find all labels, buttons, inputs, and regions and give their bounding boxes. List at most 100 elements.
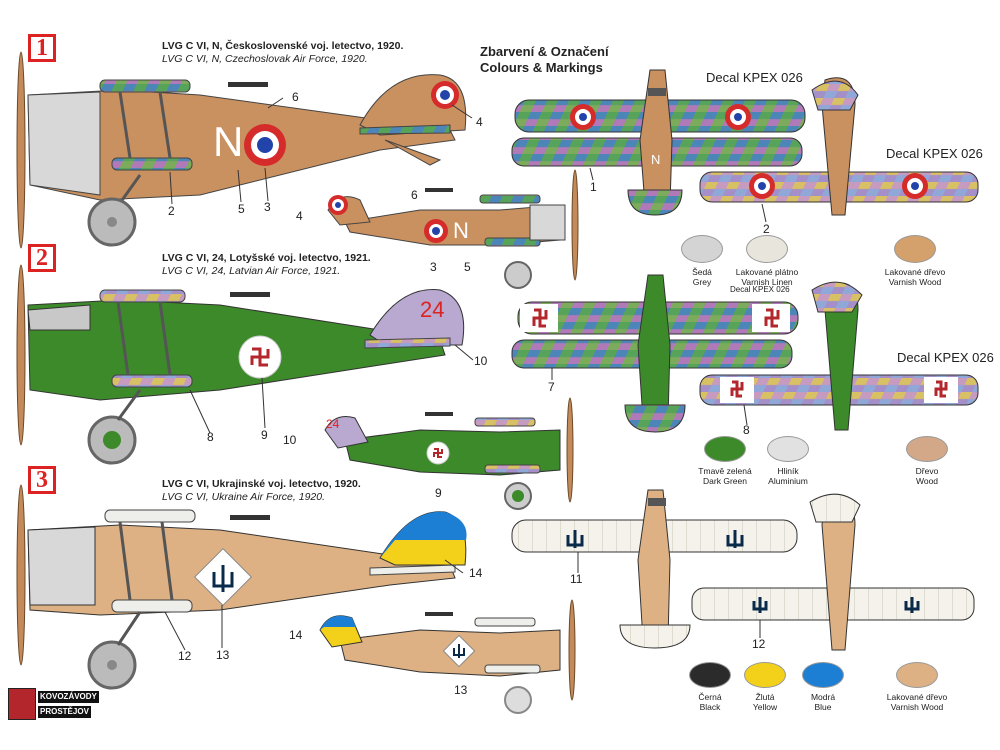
callout-12b: 12 bbox=[752, 637, 766, 651]
callout-10: 10 bbox=[474, 354, 488, 368]
scheme3-bottom-view bbox=[691, 493, 975, 651]
swatch-wood2-en: Wood bbox=[915, 476, 939, 486]
decal-label-4: Decal KPEX 026 bbox=[897, 350, 994, 365]
scheme-2-tail-code-small: 24 bbox=[326, 417, 340, 431]
swatch-wood2-cz: Dřevo bbox=[915, 466, 939, 476]
swatch-wood1-chip bbox=[894, 235, 936, 263]
colours-heading: Zbarvení & Označení Colours & Markings bbox=[480, 44, 609, 76]
scheme3-side-large bbox=[16, 484, 467, 690]
scheme-3-title: LVG C VI, Ukrajinské voj. letectvo, 1920… bbox=[162, 478, 361, 504]
scheme-1-title-en: LVG C VI, N, Czechoslovak Air Force, 192… bbox=[162, 53, 368, 65]
callout-6b: 6 bbox=[411, 188, 418, 202]
swatch-wood1: Lakované dřevo Varnish Wood bbox=[870, 235, 960, 287]
swatch-alu-en: Aluminium bbox=[768, 476, 808, 486]
logo-mark-icon bbox=[8, 688, 36, 720]
swatch-alu-cz: Hliník bbox=[777, 466, 799, 476]
swatch-grey-chip bbox=[681, 235, 723, 263]
callout-13b: 13 bbox=[454, 683, 468, 697]
swatch-grey-cz: Šedá bbox=[692, 267, 712, 277]
swatch-blue-en: Blue bbox=[814, 702, 832, 712]
scheme2-top-view bbox=[511, 274, 799, 433]
swatch-blue-chip bbox=[802, 662, 844, 688]
swatch-wood2: Dřevo Wood bbox=[882, 436, 972, 486]
swatch-grey-en: Grey bbox=[692, 277, 712, 287]
swatch-linen: Lakované plátno Varnish Linen bbox=[722, 235, 812, 287]
swatch-linen-chip bbox=[746, 235, 788, 263]
scheme-3-title-en: LVG C VI, Ukraine Air Force, 1920. bbox=[162, 491, 326, 503]
callout-8b: 8 bbox=[743, 423, 750, 437]
swatch-yellow-en: Yellow bbox=[752, 702, 778, 712]
swatch-wood1-en: Varnish Wood bbox=[888, 277, 942, 287]
swatch-alu: Hliník Aluminium bbox=[743, 436, 833, 486]
callout-7: 7 bbox=[548, 380, 555, 394]
scheme-2-title-cz: LVG C VI, 24, Lotyšské voj. letectvo, 19… bbox=[162, 252, 371, 264]
callout-9b: 9 bbox=[435, 486, 442, 500]
decal-label-2: Decal KPEX 026 bbox=[886, 146, 983, 161]
logo-line1: KOVOZÁVODY bbox=[38, 691, 99, 703]
callout-14: 14 bbox=[469, 566, 483, 580]
callout-3: 3 bbox=[264, 200, 271, 214]
scheme-1-topview-code: N bbox=[651, 152, 661, 167]
callout-13: 13 bbox=[216, 648, 230, 662]
swatch-wood1-cz: Lakované dřevo bbox=[884, 267, 946, 277]
scheme1-bottom-view bbox=[699, 77, 979, 216]
scheme-3-title-cz: LVG C VI, Ukrajinské voj. letectvo, 1920… bbox=[162, 478, 361, 490]
swatch-wood3-chip bbox=[896, 662, 938, 688]
callout-9: 9 bbox=[261, 428, 268, 442]
swatch-yellow-cz: Žlutá bbox=[755, 692, 775, 702]
colours-heading-cz: Zbarvení & Označení bbox=[480, 44, 609, 59]
callout-8: 8 bbox=[207, 430, 214, 444]
callout-4b: 4 bbox=[296, 209, 303, 223]
callout-14b: 14 bbox=[289, 628, 303, 642]
scheme3-top-view bbox=[511, 489, 798, 649]
swatch-wood3: Lakované dřevo Varnish Wood bbox=[872, 662, 962, 712]
scheme1-top-view bbox=[511, 69, 806, 216]
kovozavody-logo: KOVOZÁVODY PROSTĚJOV bbox=[8, 688, 99, 720]
logo-line2: PROSTĚJOV bbox=[38, 706, 91, 718]
scheme3-side-small bbox=[319, 599, 576, 714]
swatch-green: Tmavě zelená Dark Green bbox=[680, 436, 770, 486]
swatch-black: Černá Black bbox=[665, 662, 755, 712]
scheme-1-title: LVG C VI, N, Československé voj. letectv… bbox=[162, 40, 403, 66]
swatch-wood3-en: Varnish Wood bbox=[890, 702, 944, 712]
scheme1-side-large bbox=[16, 51, 467, 249]
swatch-wood3-cz: Lakované dřevo bbox=[886, 692, 948, 702]
scheme-2-badge: 2 bbox=[28, 244, 56, 272]
scheme-2-title: LVG C VI, 24, Lotyšské voj. letectvo, 19… bbox=[162, 252, 371, 278]
swatch-grey: Šedá Grey bbox=[657, 235, 747, 287]
callout-11: 11 bbox=[570, 572, 583, 586]
swatch-black-en: Black bbox=[699, 702, 721, 712]
scheme-1-title-cz: LVG C VI, N, Československé voj. letectv… bbox=[162, 40, 404, 52]
callout-6: 6 bbox=[292, 90, 299, 104]
swatch-green-chip bbox=[704, 436, 746, 462]
scheme-2-title-en: LVG C VI, 24, Latvian Air Force, 1921. bbox=[162, 265, 341, 277]
scheme1-side-small bbox=[327, 169, 579, 289]
callout-2: 2 bbox=[168, 204, 175, 218]
scheme2-side-small bbox=[324, 397, 574, 510]
callout-12: 12 bbox=[178, 649, 192, 663]
colours-heading-en: Colours & Markings bbox=[480, 60, 603, 75]
scheme2-bottom-view bbox=[699, 281, 979, 431]
swatch-wood2-chip bbox=[906, 436, 948, 462]
swatch-blue: Modrá Blue bbox=[778, 662, 868, 712]
callout-5b: 5 bbox=[464, 260, 471, 274]
callout-3b: 3 bbox=[430, 260, 437, 274]
swatch-green-en: Dark Green bbox=[703, 476, 747, 486]
callout-2b: 2 bbox=[763, 222, 770, 236]
decal-label-3: Decal KPEX 026 bbox=[730, 285, 790, 294]
scheme2-side-large bbox=[16, 264, 465, 465]
scheme-3-badge: 3 bbox=[28, 466, 56, 494]
scheme-1-fuselage-code: N bbox=[213, 118, 244, 165]
swatch-black-chip bbox=[689, 662, 731, 688]
callout-5: 5 bbox=[238, 202, 245, 216]
decal-label-1: Decal KPEX 026 bbox=[706, 70, 803, 85]
swatch-green-cz: Tmavě zelená bbox=[698, 466, 752, 476]
swatch-blue-cz: Modrá bbox=[810, 692, 836, 702]
swatch-yellow-chip bbox=[744, 662, 786, 688]
callout-1: 1 bbox=[590, 180, 597, 194]
swatch-black-cz: Černá bbox=[698, 692, 722, 702]
scheme-1-fuselage-code-small: N bbox=[453, 218, 469, 243]
swatch-alu-chip bbox=[767, 436, 809, 462]
swatch-linen-en: Varnish Linen bbox=[741, 277, 793, 287]
